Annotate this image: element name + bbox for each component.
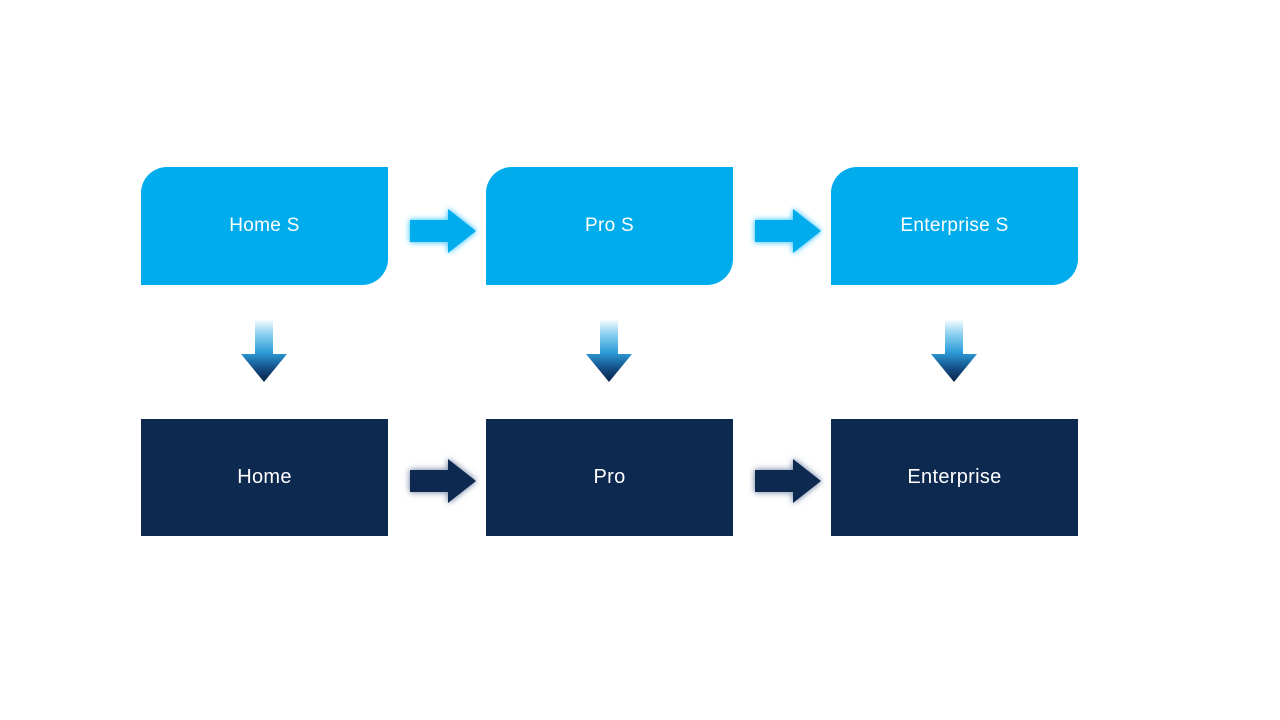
enterprise-label: Enterprise: [907, 466, 1002, 488]
enterprise-s-label: Enterprise S: [900, 215, 1009, 236]
down-arrow-icon: [586, 320, 632, 382]
pro-box: Pro: [486, 419, 733, 536]
right-arrow-icon: [410, 209, 476, 253]
home-box: Home: [141, 419, 388, 536]
enterprise-box: Enterprise: [831, 419, 1078, 536]
right-arrow-icon: [755, 459, 821, 503]
right-arrow-icon: [755, 209, 821, 253]
pro-s-label: Pro S: [584, 215, 635, 236]
enterprise-s-box: Enterprise S: [831, 167, 1078, 285]
right-arrow-icon: [410, 459, 476, 503]
home-s-box: Home S: [141, 167, 388, 285]
home-label: Home: [237, 466, 292, 488]
pro-s-box: Pro S: [486, 167, 733, 285]
down-arrow-icon: [931, 320, 977, 382]
down-arrow-icon: [241, 320, 287, 382]
home-s-label: Home S: [229, 215, 300, 236]
pro-label: Pro: [593, 466, 626, 488]
